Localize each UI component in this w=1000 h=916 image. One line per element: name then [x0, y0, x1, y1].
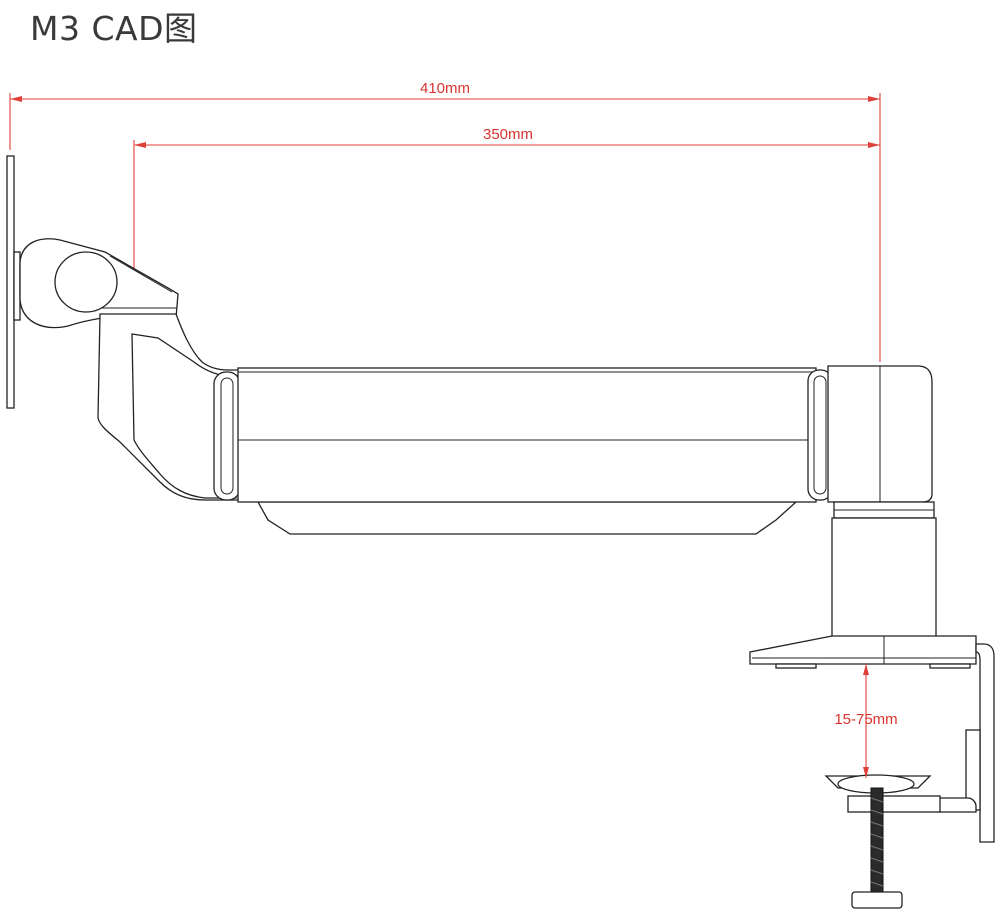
dimension-label-350: 350mm [483, 126, 533, 143]
tilt-head [19, 238, 179, 329]
arrow-left-icon [10, 96, 22, 102]
vesa-plate [6, 155, 21, 409]
forearm-end-cap-slot [220, 377, 234, 495]
clamp-lower-jaw [937, 797, 977, 813]
dimension-350mm: 350mm [133, 126, 880, 312]
forearm-link-face [131, 333, 237, 499]
tilt-knuckle [54, 251, 118, 313]
clamp-base [749, 635, 977, 669]
clamp-handle [851, 891, 903, 909]
dimension-label-clamp: 15-75mm [834, 711, 897, 728]
vesa-plate-boss [13, 251, 21, 321]
dimension-clamp-range: 15-75mm [834, 664, 898, 778]
arrow-down-icon [863, 767, 869, 778]
page-title: M3 CAD图 [30, 9, 198, 48]
rubber-pad [929, 663, 971, 669]
arrow-right-icon [868, 96, 880, 102]
arm-underside-cover [256, 501, 798, 535]
mounting-pole [831, 517, 937, 639]
clamp-threaded-rod [870, 787, 884, 893]
clamp-screw-assembly [824, 774, 941, 909]
arm-end-cap-slot [813, 375, 827, 495]
dimension-410mm: 410mm [9, 80, 881, 362]
elbow-joint [827, 365, 935, 519]
main-arm [237, 367, 833, 535]
forearm-end-cap [213, 371, 241, 501]
clamp-nut-block [847, 795, 941, 813]
arrow-left-icon [134, 142, 146, 148]
arrow-up-icon [863, 664, 869, 675]
arrow-right-icon [868, 142, 880, 148]
arm-body [237, 367, 817, 503]
c-clamp-bracket [937, 643, 995, 843]
forearm-link [97, 313, 241, 501]
dimension-label-410: 410mm [420, 80, 470, 97]
thread-marks [870, 797, 884, 887]
clamp-base-plate [749, 635, 977, 665]
rubber-pad [775, 663, 817, 669]
vesa-plate-body [6, 155, 15, 409]
tilt-head-edge [109, 255, 173, 293]
